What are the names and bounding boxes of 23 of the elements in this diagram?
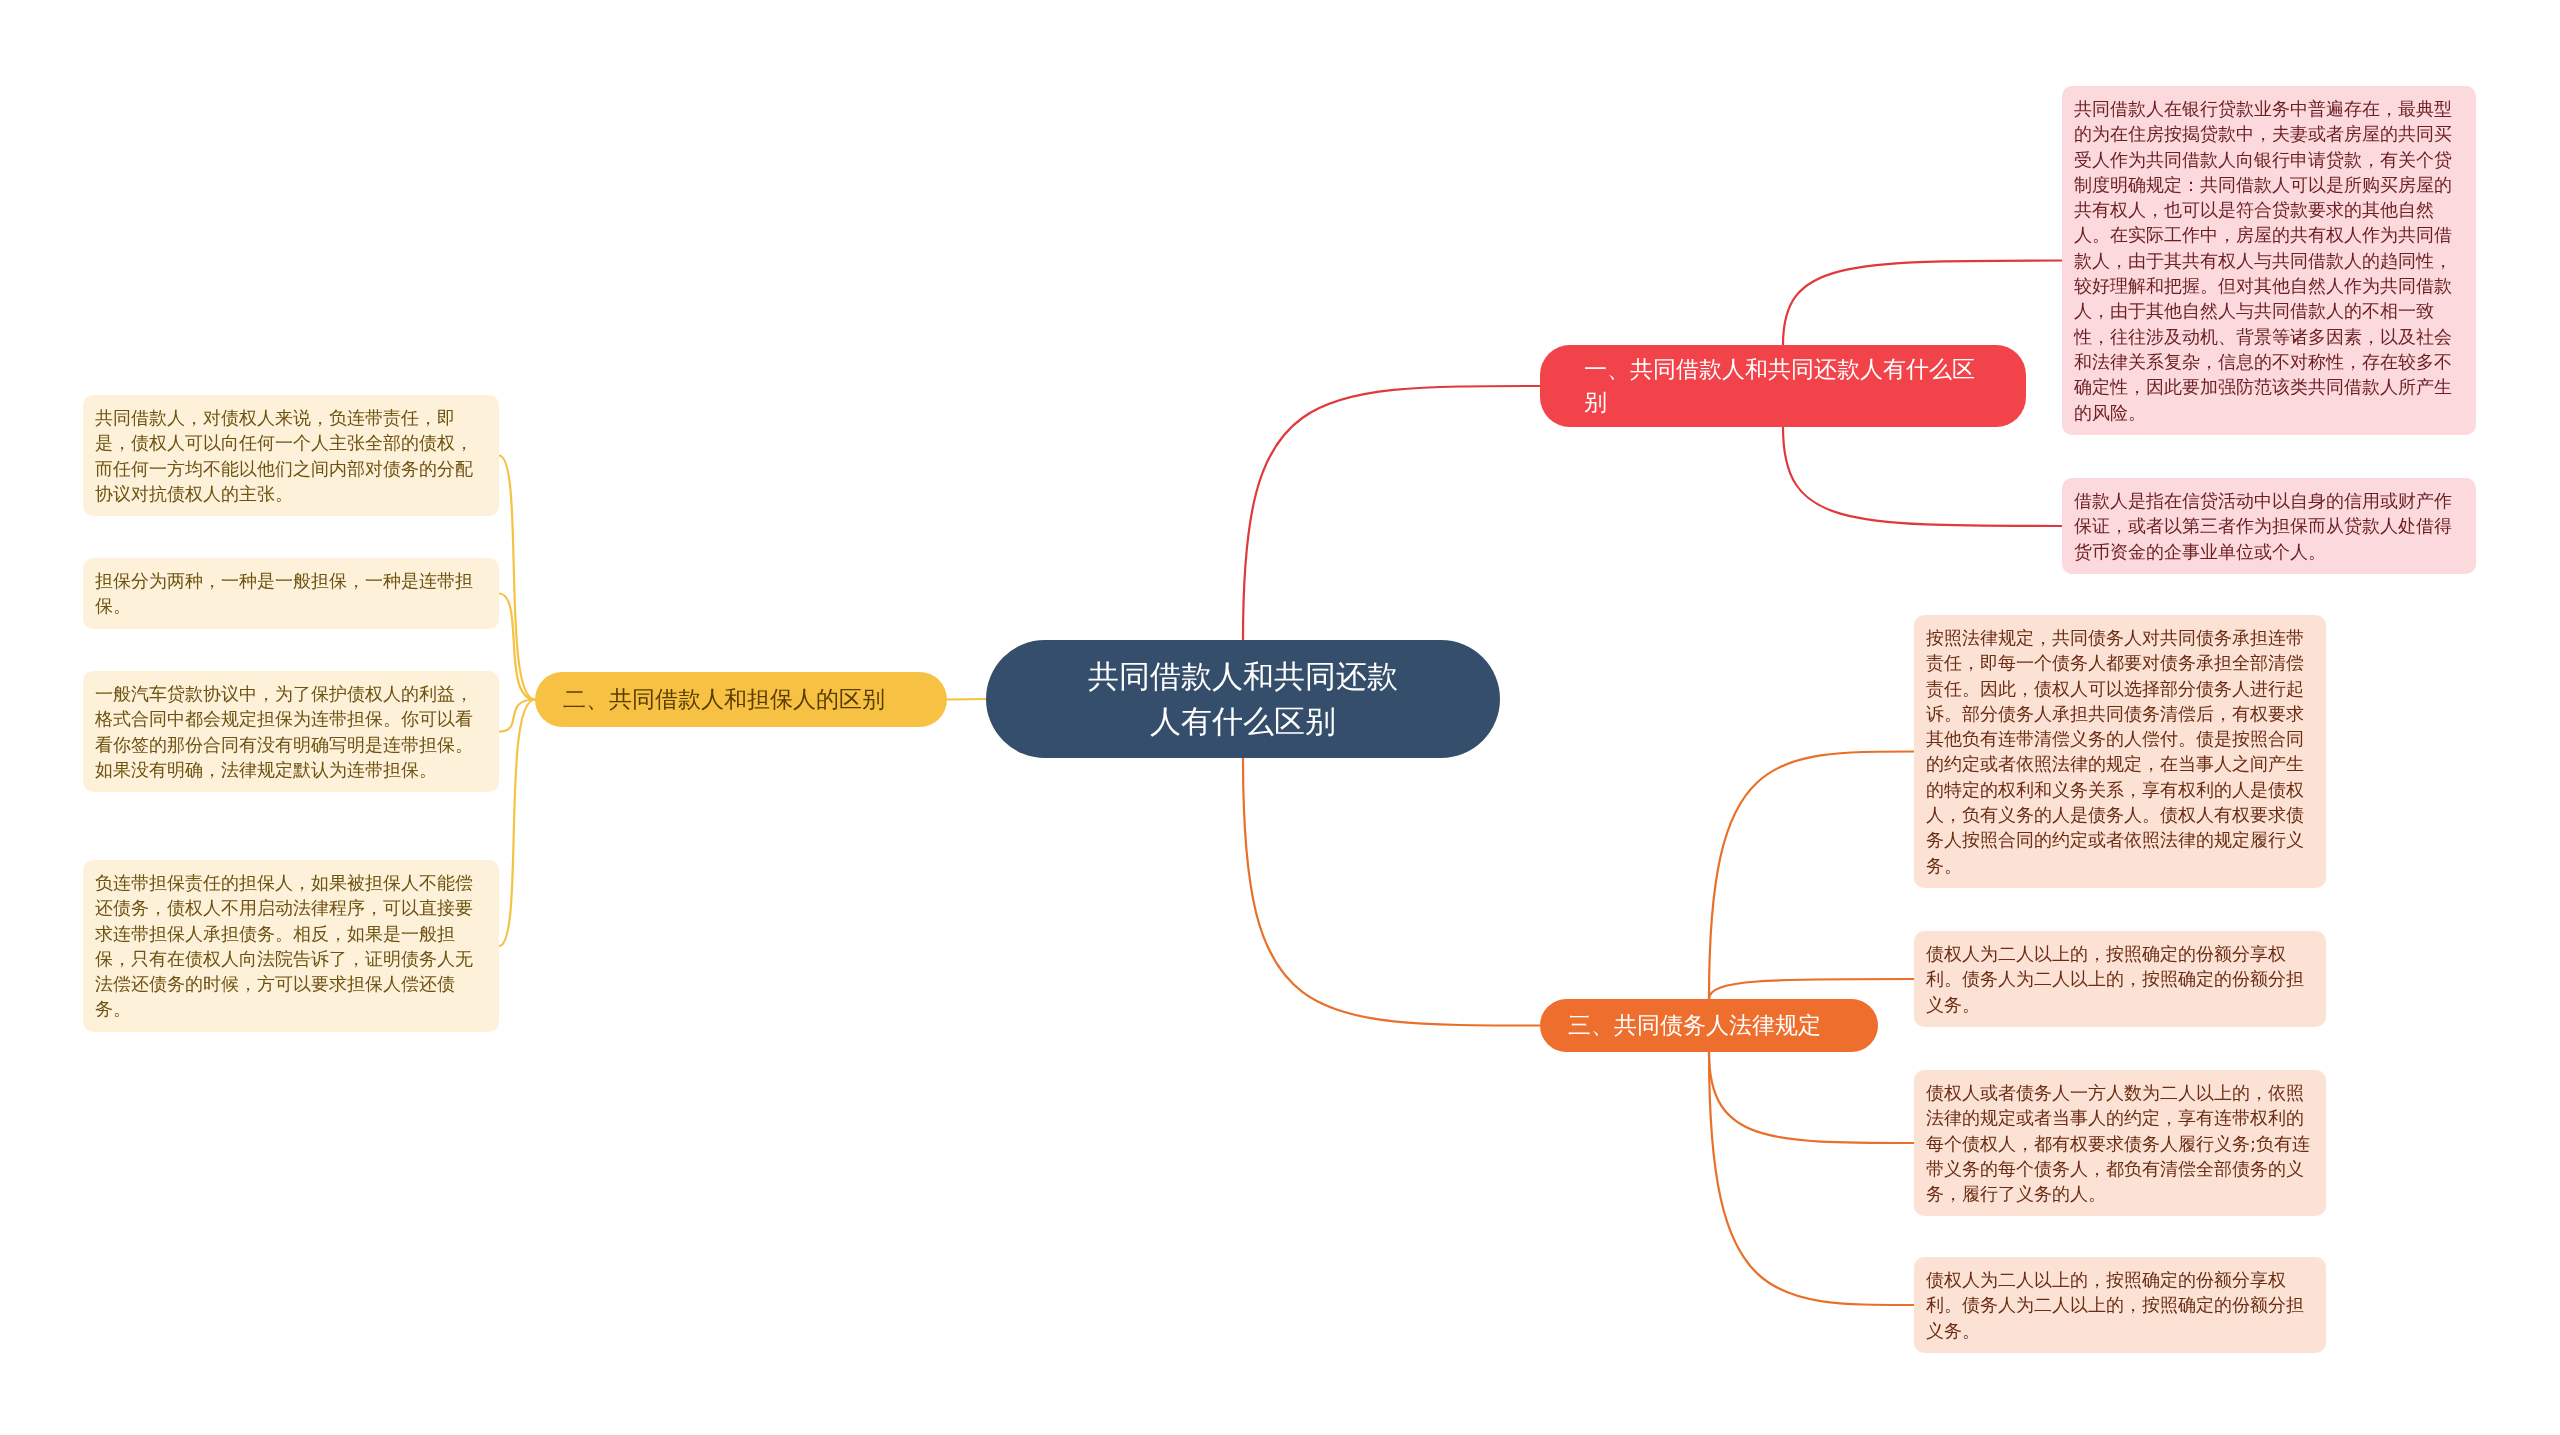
branch-line [498, 592, 536, 701]
note-card: 共同借款人在银行贷款业务中普遍存在，最典型的为在住房按揭贷款中，夫妻或者房屋的共同买受人作为共同借款人向银行申请贷款，有关个贷制度明确规定：共同借款人可以是所购买房屋的共有权人，也可以是符合贷款要求的其他自然人。在实际工作中，房屋的共有权人作为共同借款人，由于其共有权人与共同借款人的趋同性，较好理解和把握。但对其他自然人作为共同借款人，由于其他自然人与共同借款人的不相一致性，往往涉及动机、背景等诸多因素，以及社会和法律关系复杂，信息的不对称性，存在较多不确定性，因此要加强防范该类共同借款人所产生的风险。 [2062, 86, 2476, 435]
central-topic: 共同借款人和共同还款人有什么区别 [986, 640, 1500, 758]
note-card: 借款人是指在信贷活动中以自身的信用或财产作保证，或者以第三者作为担保而从贷款人处借得货币资金的企事业单位或个人。 [2062, 478, 2476, 574]
note-card: 共同借款人，对债权人来说，负连带责任，即是，债权人可以向任何一个人主张全部的债权，而任何一方均不能以他们之间内部对债务的分配协议对抗债权人的主张。 [83, 395, 499, 517]
note-card: 担保分为两种，一种是一般担保，一种是连带担保。 [83, 558, 499, 629]
branch-line [1707, 1051, 1914, 1307]
branch-line [947, 697, 986, 701]
branch-topic: 二、共同借款人和担保人的区别 [535, 672, 947, 727]
branch-topic: 三、共同债务人法律规定 [1540, 999, 1878, 1052]
note-card: 按照法律规定，共同债务人对共同债务承担连带责任，即每一个债务人都要对债务承担全部清偿责任。因此，债权人可以选择部分债务人进行起诉。部分债务人承担共同债务清偿后，有权要求其他负有连带清偿义务的人偿付。债是按照合同的约定或者依照法律的规定，在当事人之间产生的特定的权利和义务关系，享有权利的人是债权人，负有义务的人是债务人。债权人有权要求债务人按照合同的约定或者依照法律的规定履行义务。 [1914, 615, 2326, 888]
branch-line [498, 698, 536, 947]
branch-line [1781, 426, 2062, 528]
branch-line [1707, 977, 1914, 1000]
note-card: 债权人为二人以上的，按照确定的份额分享权利。债务人为二人以上的，按照确定的份额分担义务。 [1914, 931, 2326, 1027]
note-card: 一般汽车贷款协议中，为了保护债权人的利益，格式合同中都会规定担保为连带担保。你可以看看你签的那份合同有没有明确写明是连带担保。如果没有明确，法律规定默认为连带担保。 [83, 671, 499, 793]
note-card: 债权人或者债务人一方人数为二人以上的，依照法律的规定或者当事人的约定，享有连带权利的每个债权人，都有权要求债务人履行义务;负有连带义务的每个债务人，都负有清偿全部债务的义务，履行了义务的人。 [1914, 1070, 2326, 1217]
branch-line [1241, 757, 1540, 1027]
branch-topic: 一、共同借款人和共同还款人有什么区别 [1540, 345, 2026, 427]
branch-line [1241, 384, 1540, 641]
note-card: 债权人为二人以上的，按照确定的份额分享权利。债务人为二人以上的，按照确定的份额分担义务。 [1914, 1257, 2326, 1353]
note-card: 负连带担保责任的担保人，如果被担保人不能偿还债务，债权人不用启动法律程序，可以直接要求连带担保人承担债务。相反，如果是一般担保，只有在债权人向法院告诉了，证明债务人无法偿还债务的时候，方可以要求担保人偿还债务。 [83, 860, 499, 1032]
branch-line [1781, 259, 2062, 346]
